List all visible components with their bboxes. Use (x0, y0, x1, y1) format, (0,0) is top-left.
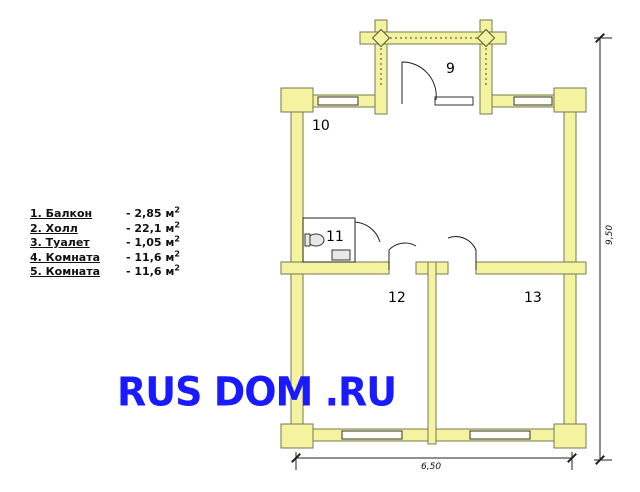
window-top-2 (434, 96, 474, 106)
room-11-label: 11 (326, 229, 344, 245)
room-13-label: 13 (524, 290, 542, 306)
legend-row: 3. Туалет - 1,05 м2 (30, 234, 190, 251)
legend-row: 2. Холл - 22,1 м2 (30, 219, 190, 237)
window-bottom-2 (469, 430, 531, 440)
room-9-label: 9 (446, 61, 455, 77)
height-dimension: 9,50 (605, 225, 615, 245)
balcony-joints (371, 28, 496, 48)
site-logo[interactable]: RUS DOM .RU (117, 368, 397, 416)
balcony-railings (380, 37, 487, 86)
wall-partition (427, 261, 437, 445)
wall-mid-right (475, 261, 587, 275)
dimension-lines (291, 33, 612, 470)
door-toilet (353, 221, 381, 243)
windows (317, 96, 553, 440)
legend-name: 1. Балкон (30, 207, 93, 220)
legend-area: - 11,6 м2 (126, 248, 180, 264)
doors (353, 61, 477, 270)
dimension-labels: 6,50 9,50 (421, 225, 615, 472)
door-room12 (388, 242, 417, 270)
wall-mid-left (280, 261, 390, 275)
legend-area: - 22,1 м2 (126, 219, 180, 235)
legend-name: 3. Туалет (30, 236, 90, 249)
toilet-fixtures (304, 233, 351, 261)
room-10-label: 10 (312, 118, 330, 134)
window-top-1 (317, 96, 359, 106)
room-12-label: 12 (388, 290, 406, 306)
room-labels: 9 10 11 12 13 (312, 57, 542, 306)
sink-icon (331, 249, 351, 261)
balcony-rail-top (359, 31, 507, 45)
legend-area: - 11,6 м2 (126, 263, 180, 278)
legend-name: 2. Холл (30, 221, 78, 235)
legend-area: - 2,85 м2 (126, 205, 180, 220)
legend-row: 5. Комната - 11,6 м2 (30, 263, 190, 280)
window-top-3 (513, 96, 553, 106)
width-dimension: 6,50 (421, 462, 441, 472)
legend-row: 1. Балкон - 2,85 м2 (30, 205, 190, 222)
window-bottom-1 (341, 430, 403, 440)
door-balcony (401, 61, 437, 104)
legend-area: - 1,05 м2 (126, 234, 180, 249)
legend-row: 4. Комната - 11,6 м2 (30, 248, 190, 266)
legend-name: 5. Комната (30, 265, 101, 278)
door-room13 (447, 236, 477, 270)
room-legend: 1. Балкон - 2,85 м2 2. Холл - 22,1 м2 3.… (30, 205, 190, 280)
legend-name: 4. Комната (30, 250, 101, 264)
